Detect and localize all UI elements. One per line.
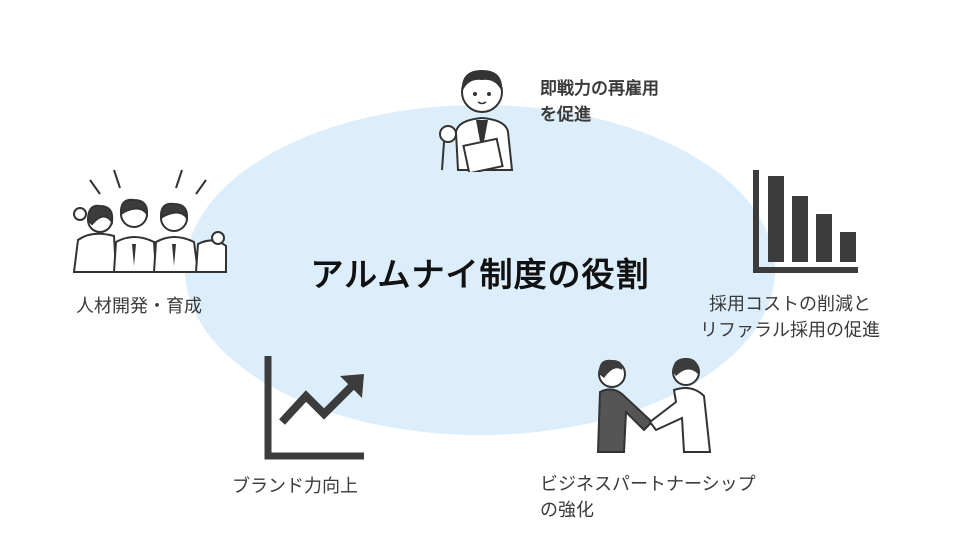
role-label-line: を促進 [540, 105, 591, 125]
role-label-partnership: ビジネスパートナーシップ の強化 [540, 472, 756, 524]
team-cheering-icon [72, 169, 227, 273]
businessman-icon [439, 70, 514, 172]
role-label-line: 人材開発・育成 [76, 296, 202, 317]
bar-chart-decreasing-icon [753, 170, 858, 273]
role-label-talent: 人材開発・育成 [76, 294, 202, 320]
diagram-title: アルムナイ制度の役割 [310, 255, 650, 294]
role-label-line: 即戦力の再雇用 [540, 79, 659, 99]
role-label-line: ビジネスパートナーシップ [540, 474, 756, 495]
role-label-line: の強化 [540, 500, 594, 521]
role-label-line: リファラル採用の促進 [700, 320, 880, 341]
handshake-icon [596, 358, 712, 453]
role-label-rehire: 即戦力の再雇用 を促進 [540, 76, 659, 128]
role-label-line: 採用コストの削減と [709, 294, 871, 315]
role-label-line: ブランド力向上 [232, 476, 358, 497]
line-chart-rising-icon [264, 356, 364, 460]
role-label-cost: 採用コストの削減と リファラル採用の促進 [700, 292, 880, 344]
role-label-brand: ブランド力向上 [232, 474, 358, 500]
